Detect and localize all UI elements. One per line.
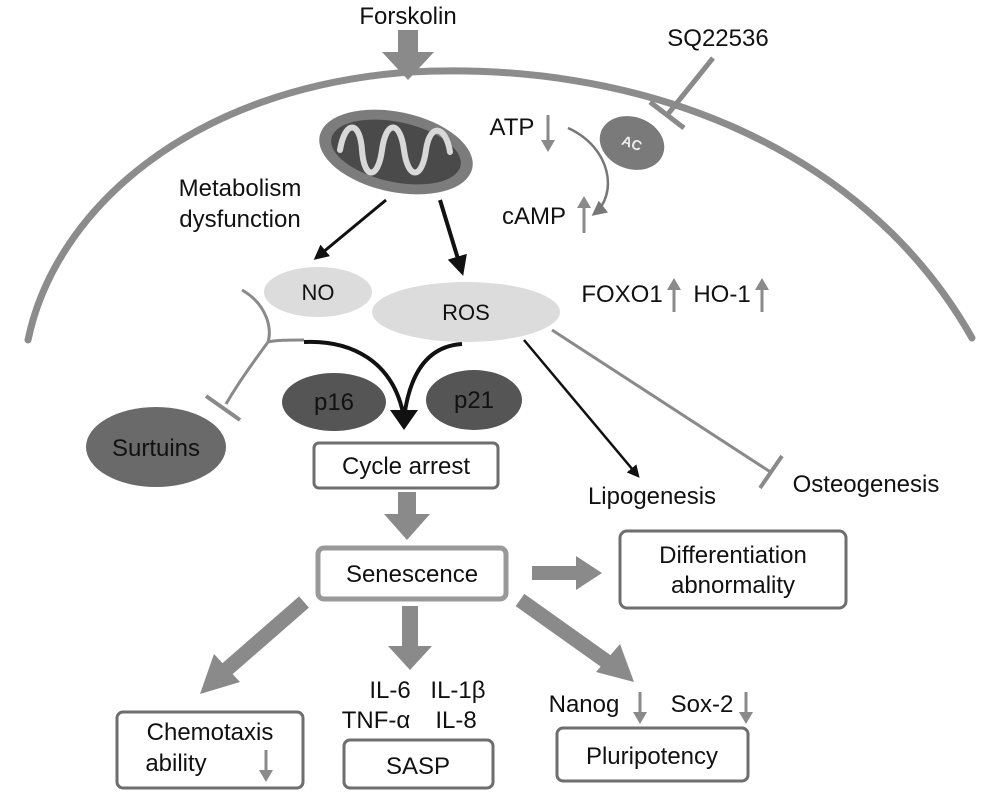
p16-label: p16 <box>314 389 354 416</box>
senescence-to-chemotaxis-arrow <box>200 596 309 694</box>
sasp-label: SASP <box>386 753 450 780</box>
sq22536-inhibition-line <box>666 56 715 116</box>
no-label: NO <box>302 280 335 305</box>
camp-up-arrow <box>577 196 591 233</box>
ros-oval <box>372 282 560 342</box>
differentiation-label-line2: abnormality <box>671 572 795 599</box>
metabolism-label-line1: Metabolism <box>179 175 302 202</box>
sirtuins-inhibition-bar <box>204 394 242 422</box>
senescence-box <box>315 545 509 602</box>
p16-oval <box>282 373 386 431</box>
sasp-box <box>342 738 495 790</box>
il8-label: IL-8 <box>435 707 476 734</box>
forskolin-label: Forskolin <box>359 3 456 30</box>
chemotaxis-label-line1: Chemotaxis <box>147 719 274 746</box>
sirtuins-label: Surtuins <box>112 435 200 462</box>
no-oval <box>264 267 372 317</box>
camp-label: cAMP <box>502 203 566 230</box>
forskolin-arrow <box>382 30 434 80</box>
senescence-label: Senescence <box>346 561 478 588</box>
pluripotency-box <box>555 726 750 783</box>
mitochondrion-icon <box>319 109 473 195</box>
ros-label: ROS <box>442 300 490 325</box>
metabolism-label-line2: dysfunction <box>179 206 300 233</box>
tnfa-label: TNF-α <box>342 707 411 734</box>
chemotaxis-box <box>115 710 305 790</box>
foxo1-up-arrow <box>667 278 681 312</box>
p21-label: p21 <box>454 387 494 414</box>
sirtuins-oval <box>86 407 226 487</box>
p21-oval <box>426 370 522 430</box>
lipogenesis-label: Lipogenesis <box>588 483 716 510</box>
ac-oval <box>599 116 665 170</box>
il1b-label: IL-1β <box>430 677 485 704</box>
cycle-arrest-arrowhead <box>390 410 418 430</box>
ac-label: AC <box>620 132 644 154</box>
cycle-arrest-box <box>312 441 500 490</box>
chemotaxis-down-arrow <box>259 750 273 782</box>
foxo1-label: FOXO1 <box>581 281 662 308</box>
differentiation-label-line1: Differentiation <box>659 542 807 569</box>
ros-to-lipogenesis-arrow <box>523 339 640 478</box>
sq22536-label: SQ22536 <box>667 25 768 52</box>
senescence-to-sasp-arrow <box>388 606 432 670</box>
sox2-label: Sox-2 <box>671 691 734 718</box>
cycle-arrest-label: Cycle arrest <box>342 453 470 480</box>
sq22536-inhibition-bar <box>648 100 686 130</box>
atp-down-arrow <box>541 115 555 152</box>
atp-label: ATP <box>490 114 535 141</box>
senescence-to-differentiation-arrow <box>532 556 602 590</box>
mito-to-ros-arrow <box>438 199 467 276</box>
nanog-label: Nanog <box>549 691 620 718</box>
nanog-down-arrow <box>633 692 647 724</box>
ros-to-osteogenesis-inhibition-line <box>551 328 773 475</box>
cycle-to-senescence-arrow <box>384 492 430 540</box>
osteogenesis-label: Osteogenesis <box>793 471 940 498</box>
mito-to-no-arrow <box>313 198 387 260</box>
no-inhibition-fork <box>224 288 305 405</box>
ho1-up-arrow <box>755 278 769 312</box>
sox2-down-arrow <box>739 692 753 724</box>
ho1-label: HO-1 <box>693 281 750 308</box>
differentiation-box <box>618 529 848 610</box>
senescence-to-pluripotency-arrow <box>515 593 634 682</box>
ros-to-cycle-arrest-arrow <box>402 342 463 419</box>
cell-membrane <box>24 67 976 344</box>
atp-to-camp-arrow <box>567 126 610 216</box>
chemotaxis-label-line2: ability <box>145 750 206 777</box>
no-to-cycle-arrest-arrow <box>303 339 406 419</box>
il6-label: IL-6 <box>369 677 410 704</box>
pluripotency-label: Pluripotency <box>586 743 718 770</box>
osteogenesis-inhibition-bar <box>758 454 784 490</box>
